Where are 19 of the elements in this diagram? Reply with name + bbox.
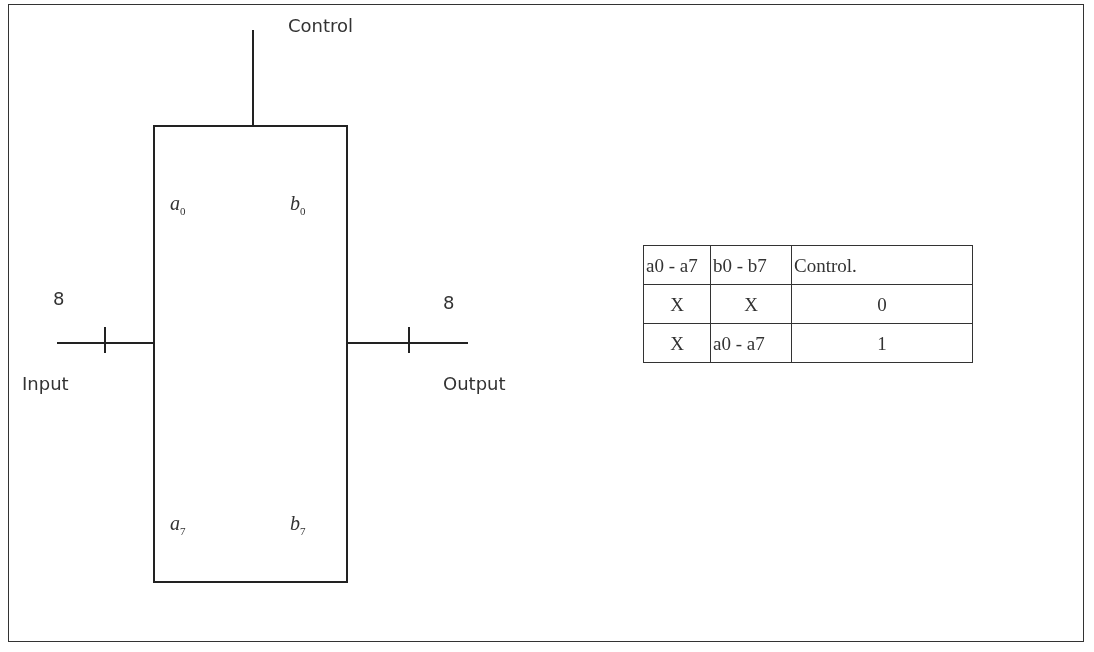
pin-label: b$_{0}$	[290, 192, 306, 217]
signal-label: Input	[22, 343, 69, 396]
table-cell: 0	[791, 284, 973, 324]
pin-label: a$_{7}$	[170, 512, 186, 537]
signal-label: Control	[253, 14, 354, 38]
table-cell: X	[710, 284, 792, 324]
header-cell: b0 - b7	[710, 245, 792, 285]
bus-width-label: 8	[53, 288, 65, 309]
block-box	[153, 125, 348, 583]
pin-label: a$_{0}$	[170, 192, 186, 217]
header-cell: Control.	[791, 245, 973, 285]
bus-width-label: 8	[443, 292, 455, 313]
header-cell: a0 - a7	[643, 245, 711, 285]
table-cell: a0 - a7	[710, 323, 792, 363]
table-cell: X	[643, 284, 711, 324]
signal-label: Output	[443, 343, 506, 396]
pin-label: b$_{7}$	[290, 512, 306, 537]
table-cell: 1	[791, 323, 973, 363]
table-cell: X	[643, 323, 711, 363]
